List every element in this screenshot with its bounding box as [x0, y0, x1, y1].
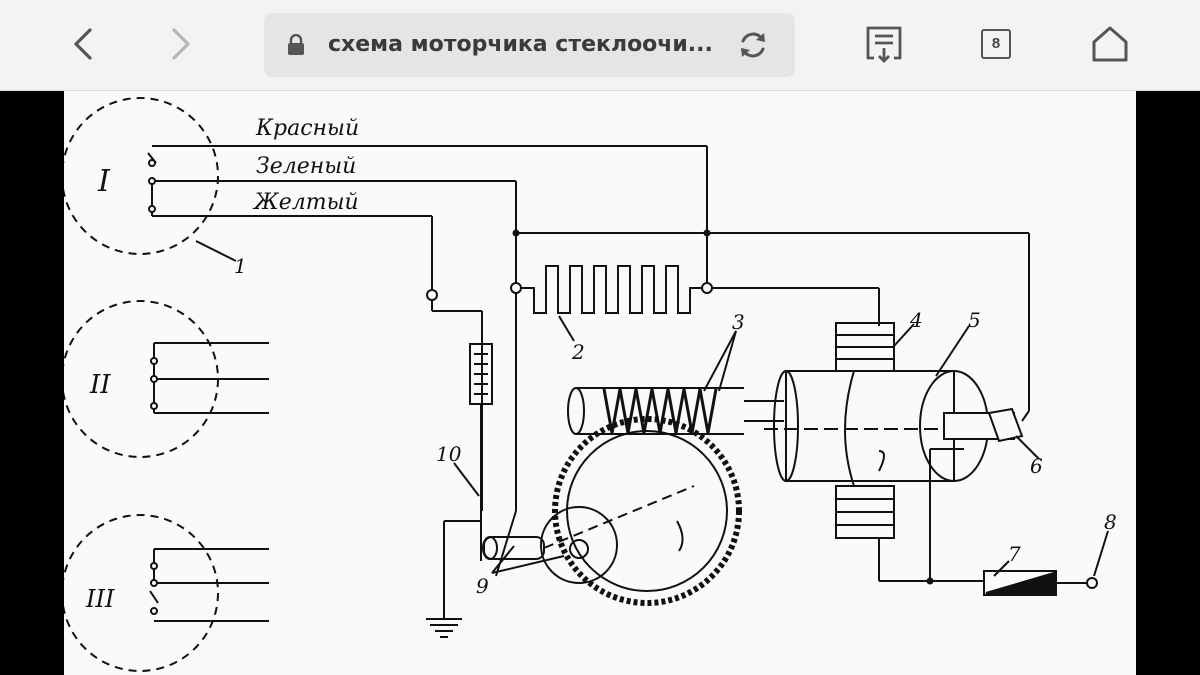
position-label-2: II [89, 370, 111, 400]
reader-mode-button[interactable] [860, 20, 908, 68]
browser-toolbar: схема моторчика стеклоочи... 8 [0, 0, 1200, 91]
reload-icon[interactable] [736, 28, 770, 62]
wire-label-green: Зеленый [256, 154, 356, 179]
chevron-right-icon [172, 28, 190, 60]
page-content: Красный Зеленый Желтый I II III 1 2 3 4 … [0, 91, 1200, 675]
wire-label-red: Красный [255, 116, 359, 141]
callout-7: 7 [1008, 542, 1021, 566]
tab-count-button[interactable]: 8 [981, 29, 1011, 59]
home-button[interactable] [1086, 20, 1134, 68]
callout-6: 6 [1030, 454, 1043, 478]
lock-icon [288, 34, 304, 55]
home-icon [1092, 26, 1128, 62]
callout-4: 4 [909, 308, 923, 332]
address-text: схема моторчика стеклоочи... [328, 32, 713, 57]
chevron-left-icon [74, 28, 92, 60]
switch-position-circle-1 [64, 97, 219, 255]
back-button[interactable] [60, 20, 108, 68]
position-label-3: III [85, 585, 115, 613]
callout-10: 10 [436, 442, 462, 466]
callout-3: 3 [732, 310, 745, 334]
callout-8: 8 [1104, 510, 1117, 534]
reader-download-icon [866, 26, 902, 63]
callout-1: 1 [234, 254, 247, 278]
wiper-motor-schematic: Красный Зеленый Желтый I II III 1 2 3 4 … [64, 91, 1136, 675]
callout-2: 2 [571, 340, 585, 364]
callout-5: 5 [968, 308, 981, 332]
forward-button[interactable] [156, 20, 204, 68]
address-bar[interactable]: схема моторчика стеклоочи... [264, 13, 795, 77]
schematic-drawing: Красный Зеленый Желтый I II III 1 2 3 4 … [64, 97, 1117, 672]
position-label-1: I [97, 164, 111, 199]
switch-position-circle-3 [64, 514, 219, 672]
wire-label-yellow: Желтый [252, 190, 359, 215]
callout-9: 9 [476, 574, 489, 598]
